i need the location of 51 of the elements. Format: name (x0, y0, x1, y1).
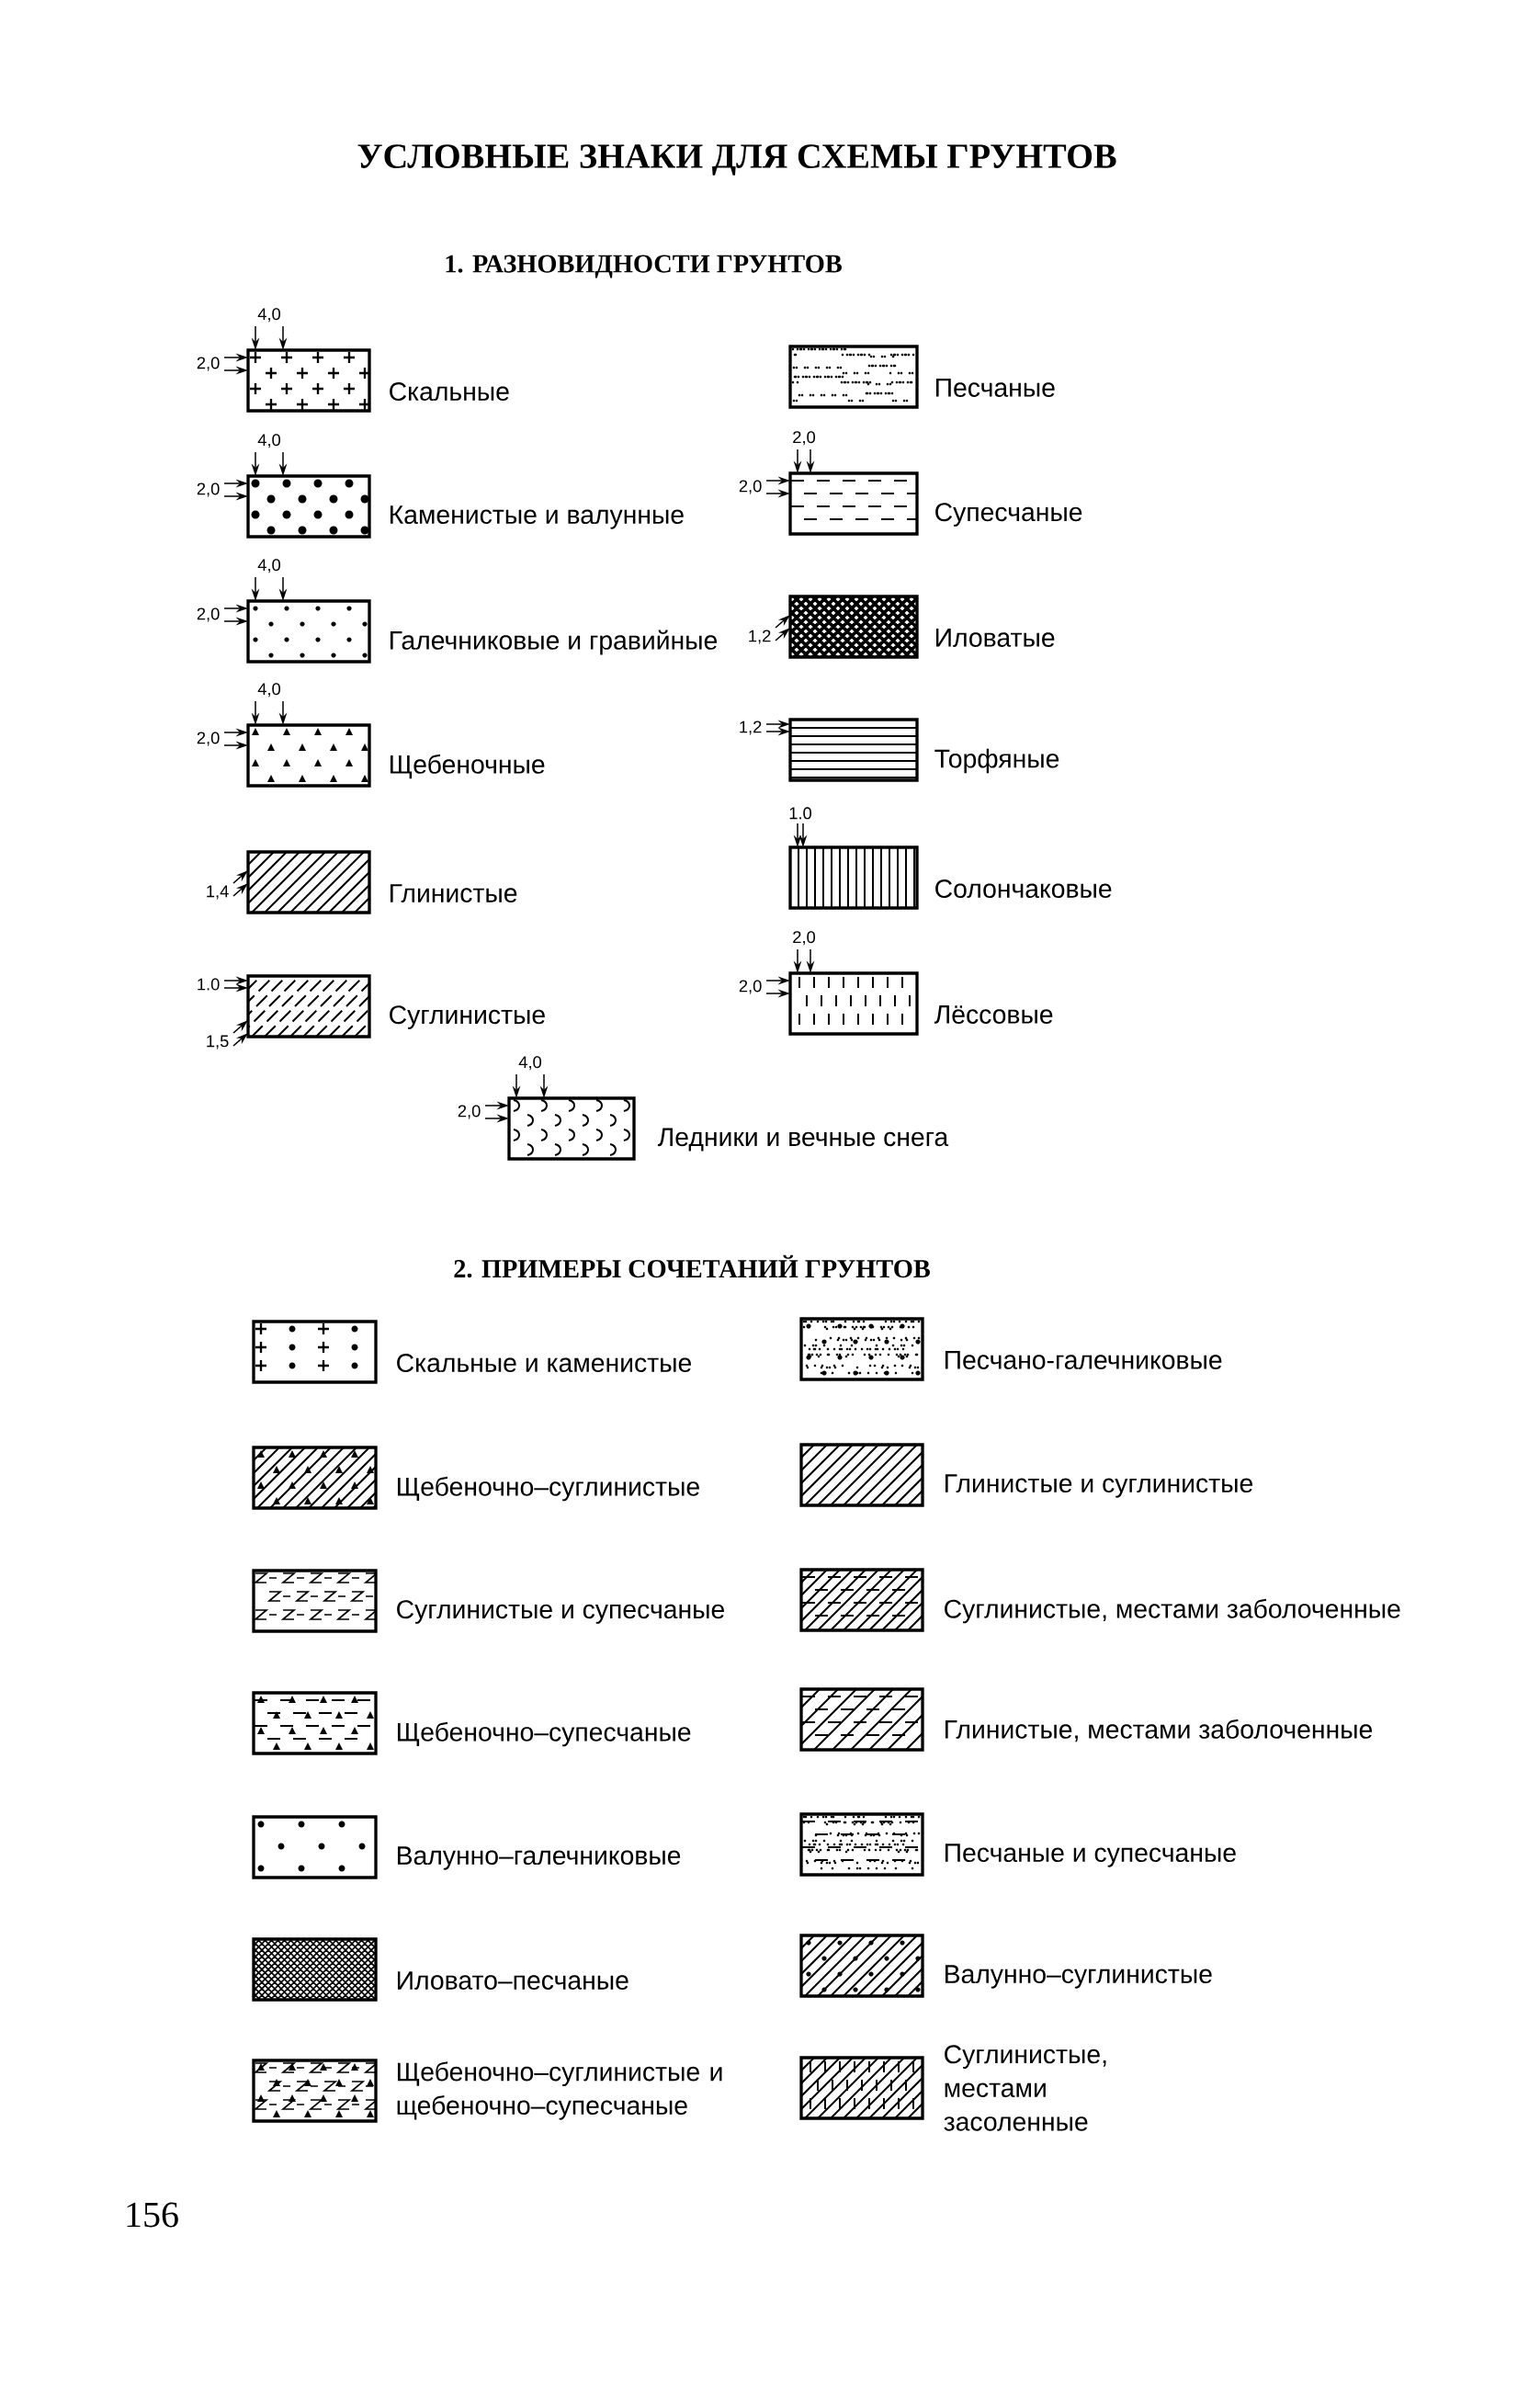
dimension-label: 2,0 (197, 732, 220, 746)
dimension-label: 1,4 (207, 885, 229, 900)
legend-label: Песчаные (935, 379, 1055, 397)
legend-label: Каменистые и валунные (390, 505, 684, 529)
dimension-label: 4,0 (257, 683, 280, 698)
legend-label: Щебеночно–суглинистые и щебеночно–супесчаные (397, 2061, 722, 2120)
dimension-label: 1,2 (740, 721, 762, 735)
dimension-label: 2,0 (793, 931, 815, 946)
dimension-label: 2,0 (739, 480, 762, 494)
dimension-label: 1.0 (198, 978, 220, 991)
dimension-label: 2,0 (197, 607, 220, 622)
legend-label: Валунно–галечниковые (397, 1846, 681, 1870)
dimension-label: 4,0 (257, 308, 280, 323)
legend-label: Торфяные (934, 748, 1059, 774)
legend-label: Глинистые, местами заболоченные (945, 1719, 1373, 1742)
dimension-label: 2,0 (458, 1105, 481, 1119)
page-title: УСЛОВНЫЕ ЗНАКИ ДЛЯ СХЕМЫ ГРУНТОВ (357, 144, 1116, 176)
legend-label: Скальные и каменистые (397, 1354, 691, 1373)
dimension-label: 2,0 (197, 482, 220, 497)
legend-label: Глинистые (390, 884, 517, 902)
legend-label: Валунно–суглинистые (945, 1965, 1212, 1989)
dimension-label: 1.0 (789, 807, 811, 820)
dimension-label: 4,0 (518, 1056, 541, 1071)
dimension-label: 4,0 (257, 559, 280, 573)
legend-label: Щебеночно–супесчаные (397, 1721, 691, 1747)
legend-label: Лёссовые (934, 1005, 1053, 1024)
legend-label: Глинистые и суглинистые (945, 1474, 1252, 1498)
dimension-label: 4,0 (257, 434, 280, 448)
legend-label: Песчано-галечниковые (945, 1351, 1222, 1369)
page-number: 156 (127, 2202, 178, 2228)
dimension-label: 2,0 (197, 357, 220, 371)
legend-label: Щебеночные (390, 754, 545, 779)
legend-label: Иловатые (935, 629, 1055, 647)
legend-label: Скальные (390, 382, 509, 401)
legend-label: Галечниковые и гравийные (390, 630, 718, 655)
legend-label: Суглинистые, местами засоленные (944, 2045, 1106, 2131)
legend-label: Суглинистые и супесчаные (397, 1600, 724, 1624)
section-heading: 1. РАЗНОВИДНОСТИ ГРУНТОВ (446, 255, 842, 278)
dimension-label: 1,2 (749, 630, 771, 644)
dimension-label: 2,0 (739, 980, 762, 994)
legend-label: Суглинистые (390, 1005, 545, 1029)
legend-label: Песчаные и супесчаные (945, 1844, 1236, 1867)
section-heading: 2. ПРИМЕРЫ СОЧЕТАНИЙ ГРУНТОВ (454, 1254, 930, 1278)
legend-label: Суглинистые, местами заболоченные (945, 1598, 1400, 1624)
legend-label: Иловато–песчаные (397, 1971, 628, 1990)
dimension-label: 1,5 (207, 1035, 229, 1050)
legend-label: Солончаковые (935, 879, 1112, 899)
legend-label: Супесчаные (935, 503, 1082, 527)
dimension-label: 2,0 (793, 431, 815, 446)
legend-label: Щебеночно–суглинистые (397, 1476, 699, 1502)
legend-label: Ледники и вечные снега (657, 1128, 949, 1152)
